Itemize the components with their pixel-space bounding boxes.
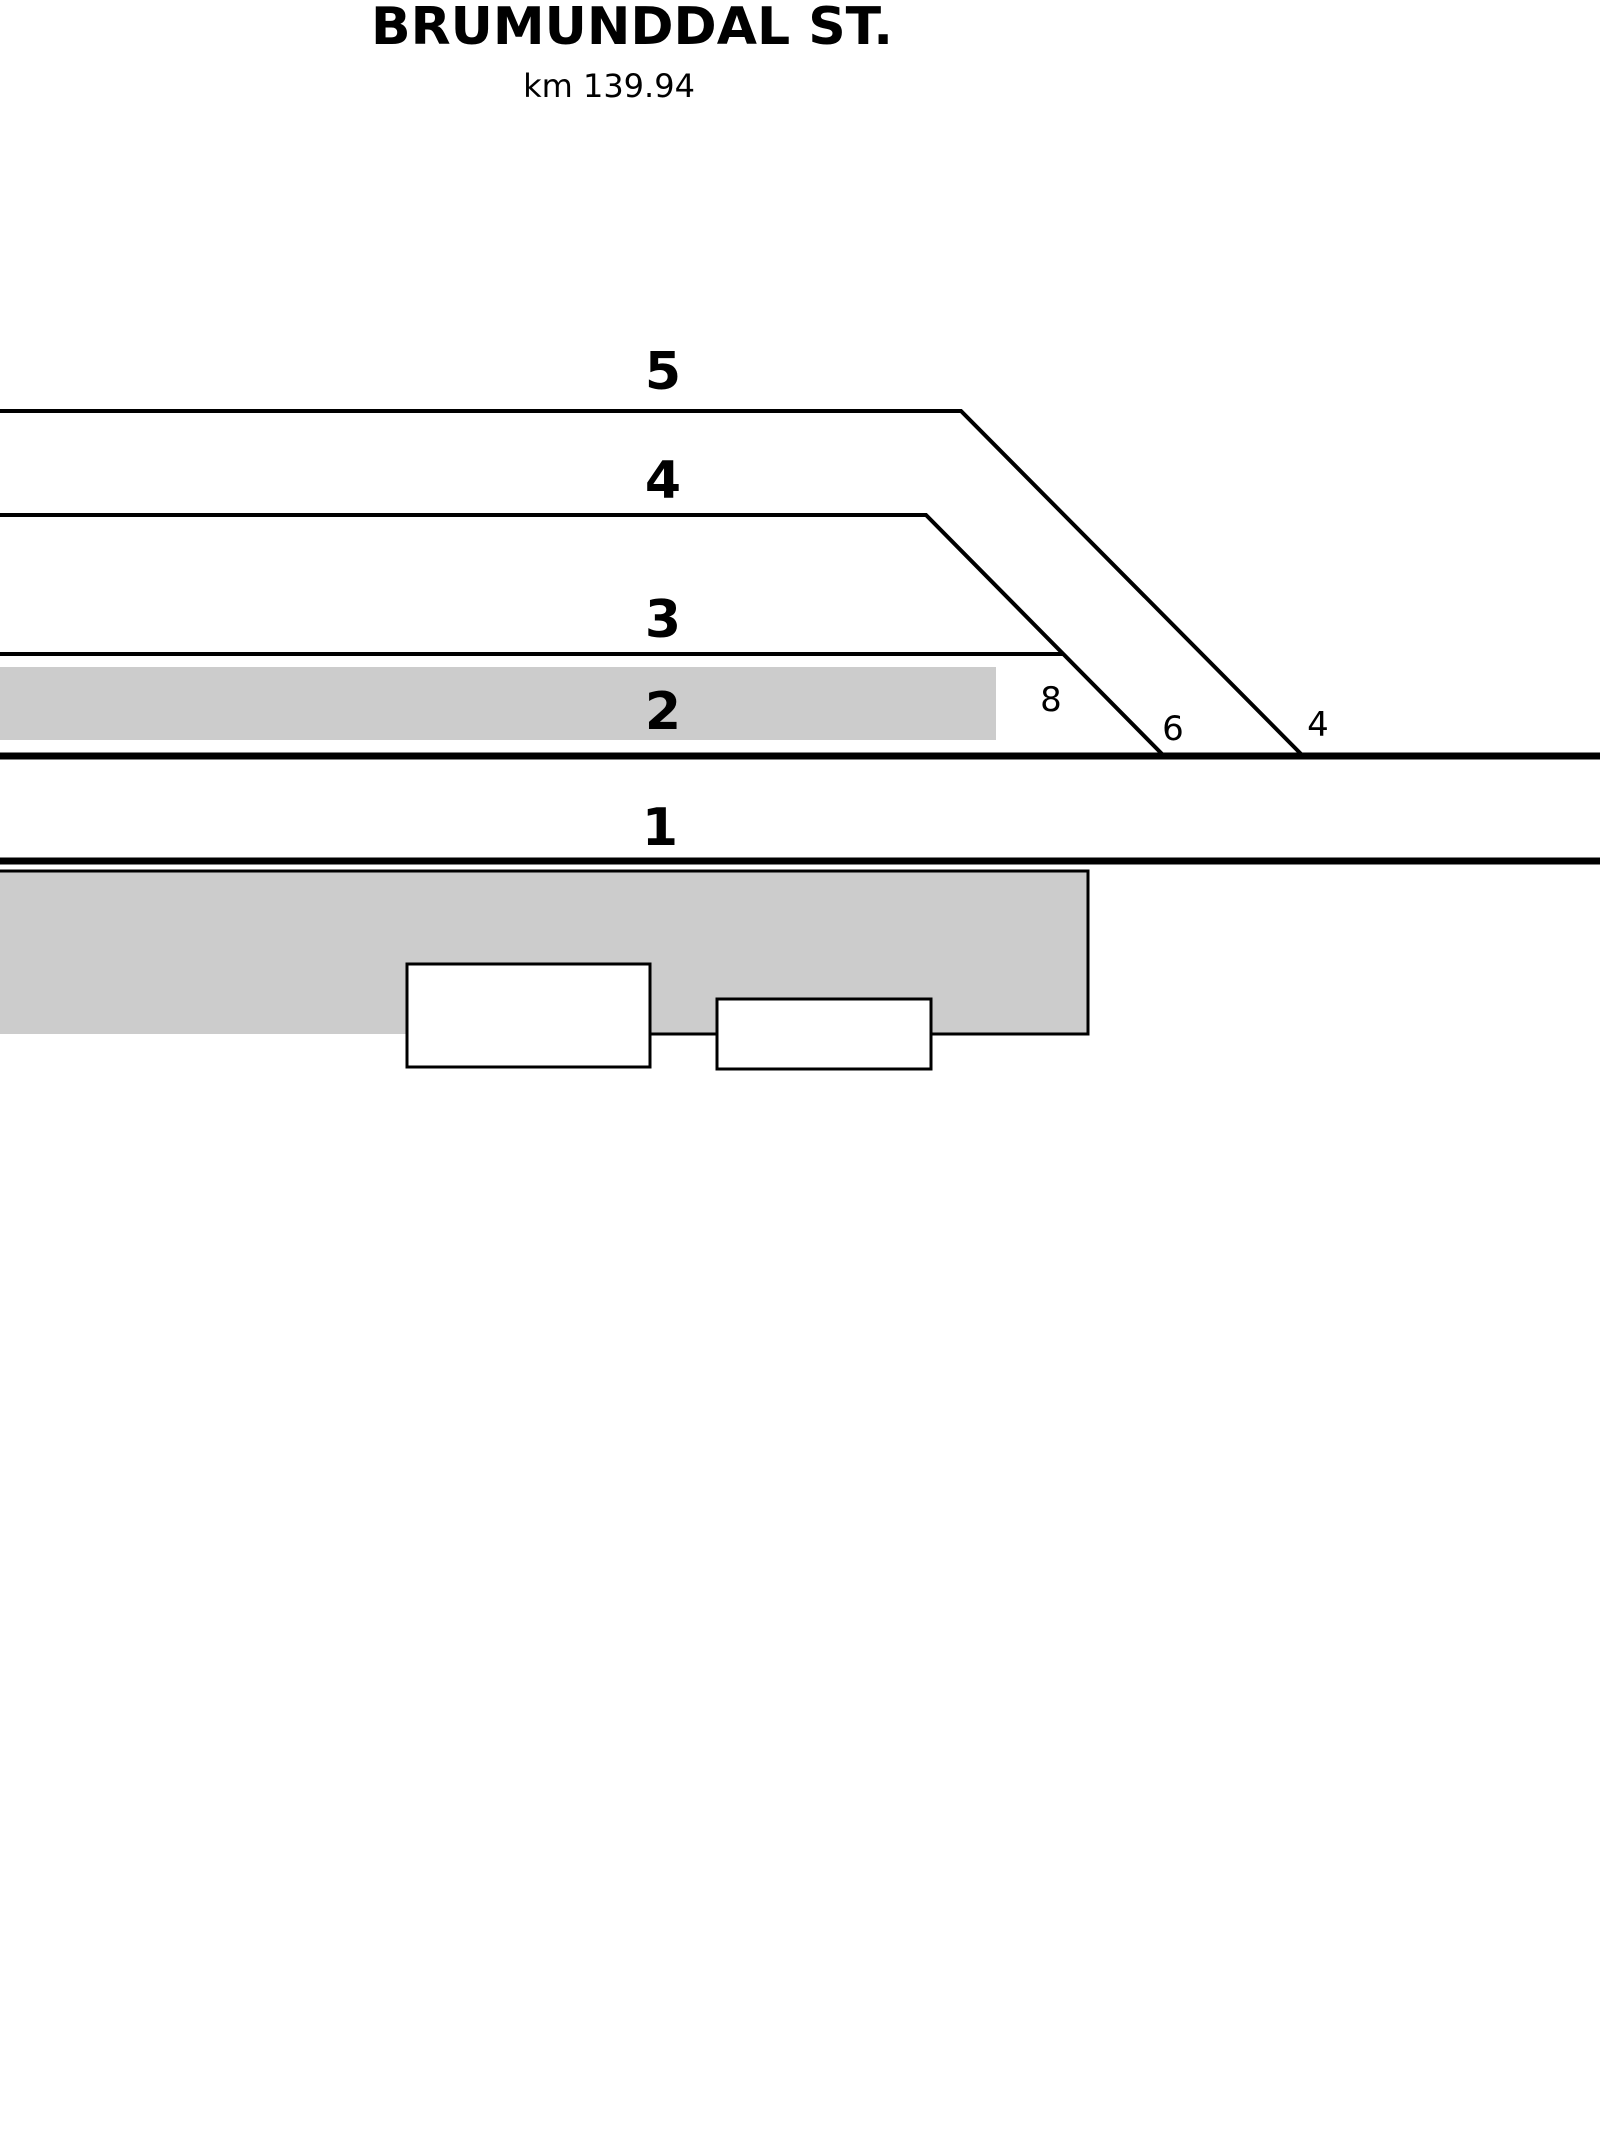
station-km: km 139.94 (523, 67, 695, 105)
track-label-2: 2 (645, 682, 681, 742)
platform-main (0, 871, 1088, 1034)
switch-label-6: 6 (1162, 709, 1184, 749)
switch-label-8: 8 (1040, 680, 1062, 720)
platform-track-2 (0, 667, 996, 740)
station-annex-building (715, 997, 933, 1071)
track-label-4: 4 (645, 451, 681, 511)
platform-main-outline (0, 869, 1090, 1036)
station-building (405, 962, 652, 1069)
track-label-1: 1 (642, 798, 678, 858)
track-label-3: 3 (645, 590, 681, 650)
track-label-5: 5 (645, 342, 681, 402)
track-5-line (0, 409, 1305, 758)
switch-label-4: 4 (1307, 705, 1329, 745)
station-title: BRUMUNDDAL ST. (371, 0, 893, 57)
track-4-line (0, 513, 1166, 758)
